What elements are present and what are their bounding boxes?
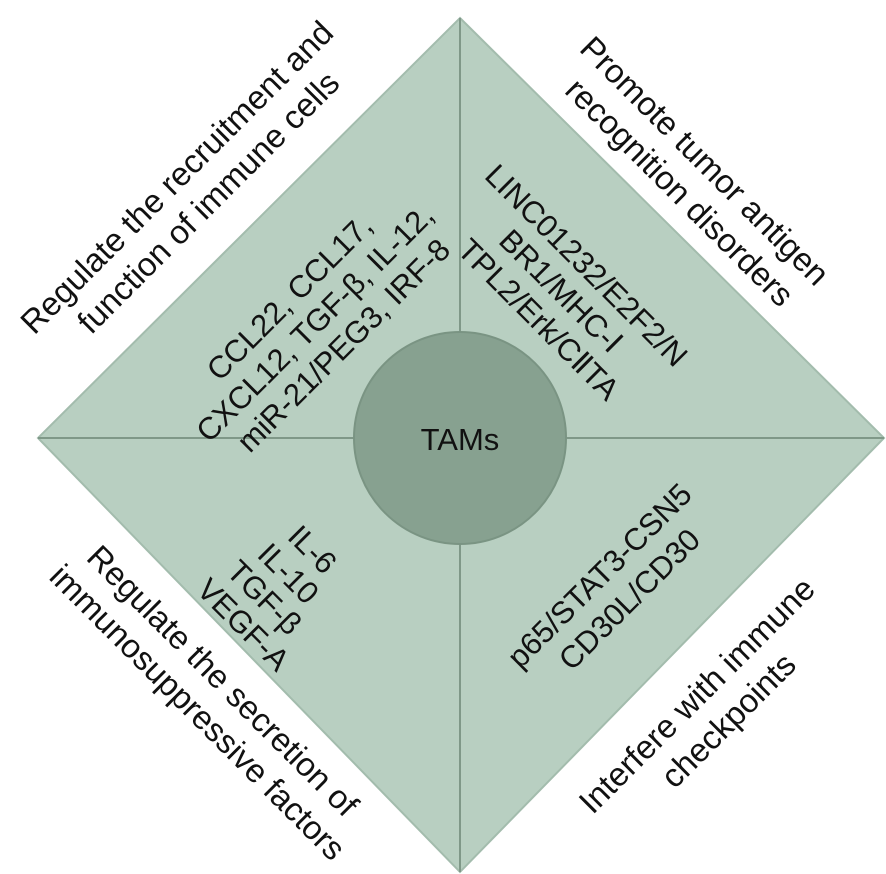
center-label: TAMs	[421, 422, 500, 457]
center-circle	[353, 331, 567, 545]
